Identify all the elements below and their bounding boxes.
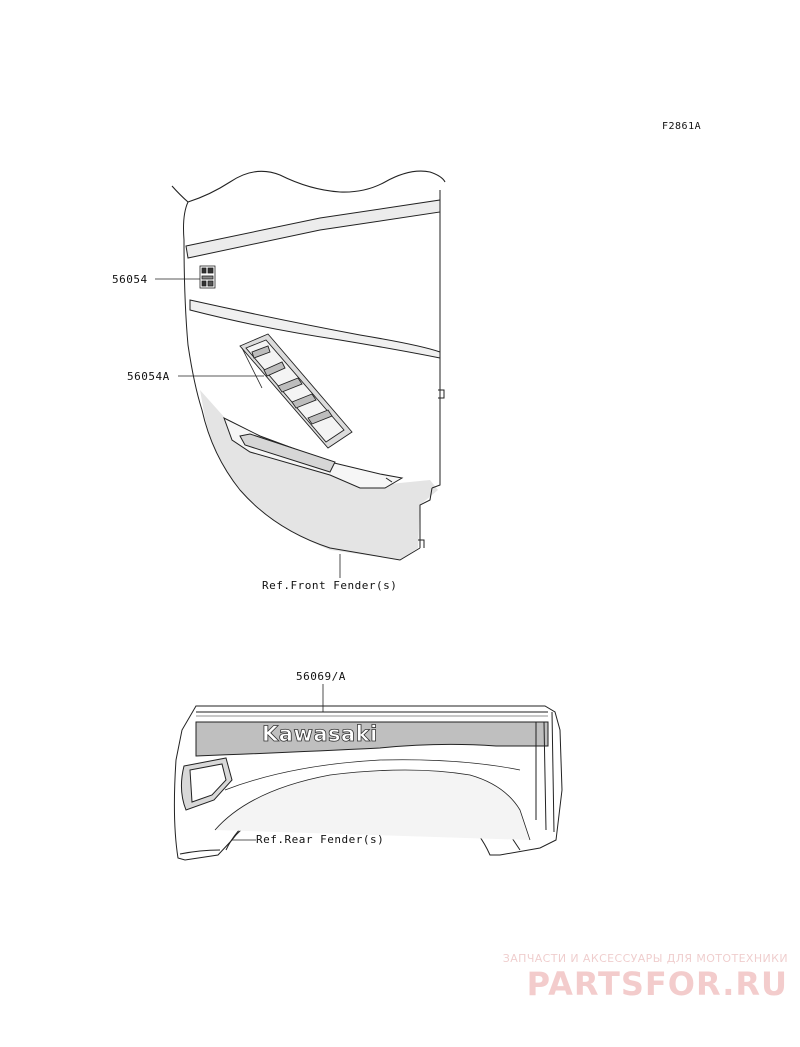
ref-rear-fender-label: Ref.Rear Fender(s) bbox=[256, 833, 385, 846]
decal-56054-drawing bbox=[199, 265, 216, 289]
front-fender-lower-shading bbox=[200, 390, 438, 560]
rear-fender-dark-band bbox=[195, 721, 549, 757]
front-fender-drawing bbox=[171, 170, 446, 561]
rear-leader-lines bbox=[232, 684, 324, 841]
rear-fender-drawing bbox=[173, 705, 563, 861]
rear-decal-text: Kawasaki bbox=[262, 722, 378, 746]
front-fender-wavy-top bbox=[171, 170, 446, 203]
front-leader-lines bbox=[155, 278, 341, 578]
part-number-56054a[interactable]: 56054A bbox=[127, 370, 170, 383]
part-number-56054[interactable]: 56054 bbox=[112, 273, 148, 286]
decal-56054a-drawing bbox=[239, 333, 353, 449]
decal-56069-drawing: Kawasaki bbox=[262, 722, 378, 747]
part-number-56069[interactable]: 56069/A bbox=[296, 670, 346, 683]
front-fender-left-edge bbox=[183, 201, 421, 561]
ref-front-fender-label: Ref.Front Fender(s) bbox=[262, 579, 398, 592]
front-fender-right-edge bbox=[431, 190, 441, 489]
front-middle-stripe bbox=[189, 299, 441, 359]
figure-id: F2861A bbox=[662, 121, 702, 132]
front-recess-panel bbox=[223, 416, 404, 489]
front-upper-stripe bbox=[185, 199, 441, 259]
